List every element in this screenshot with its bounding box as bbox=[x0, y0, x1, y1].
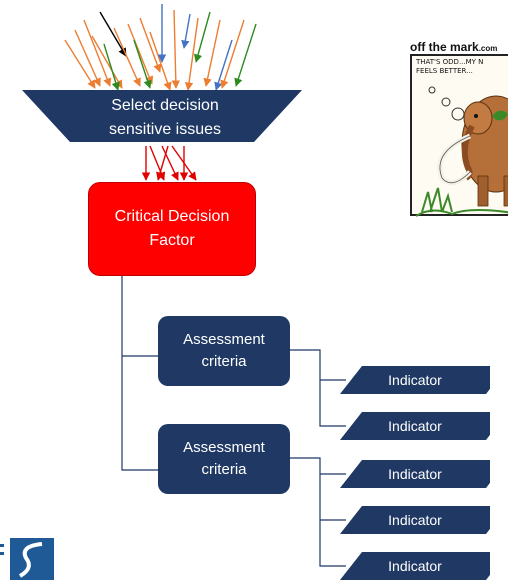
funnel-label-line2: sensitive issues bbox=[108, 121, 222, 138]
indicator-2: Indicator bbox=[340, 412, 490, 440]
cartoon-panel: THAT'S ODD...MY N FEELS BETTER... bbox=[410, 54, 508, 217]
criteria-1-line1: Assessment bbox=[183, 331, 265, 348]
critical-factor-line1: Critical Decision bbox=[114, 208, 230, 225]
cartoon-title: off the mark.com bbox=[410, 40, 498, 54]
incoming-issue-arrows bbox=[64, 4, 257, 91]
indicator-5-label: Indicator bbox=[388, 558, 442, 574]
indicator-4-label: Indicator bbox=[388, 512, 442, 528]
cartoon-caption: THAT'S ODD...MY N FEELS BETTER... bbox=[416, 58, 484, 75]
criteria-2-line1: Assessment bbox=[183, 439, 265, 456]
s-logo-icon bbox=[0, 538, 54, 580]
indicator-4: Indicator bbox=[340, 506, 490, 534]
funnel-shape bbox=[22, 90, 302, 142]
funnel-label: Select decision sensitive issues bbox=[70, 94, 260, 142]
indicator-3-label: Indicator bbox=[388, 466, 442, 482]
critical-factor-line2: Factor bbox=[149, 232, 195, 249]
assessment-criteria-box-2: Assessment criteria bbox=[158, 424, 290, 494]
critical-decision-factor-box: Critical Decision Factor bbox=[88, 182, 256, 276]
assessment-criteria-box-1: Assessment criteria bbox=[158, 316, 290, 386]
tree-connectors bbox=[121, 276, 346, 567]
funnel-output-arrows bbox=[141, 145, 197, 181]
criteria-2-line2: criteria bbox=[201, 461, 247, 478]
indicator-2-label: Indicator bbox=[388, 418, 442, 434]
indicator-1: Indicator bbox=[340, 366, 490, 394]
funnel-label-line1: Select decision bbox=[111, 97, 219, 114]
indicator-5: Indicator bbox=[340, 552, 490, 580]
criteria-1-line2: criteria bbox=[201, 353, 247, 370]
mammoth-illustration bbox=[415, 86, 508, 217]
indicator-1-label: Indicator bbox=[388, 372, 442, 388]
indicator-3: Indicator bbox=[340, 460, 490, 488]
mammoth-cartoon: off the mark.com THAT'S ODD...MY N FEELS… bbox=[408, 40, 508, 218]
